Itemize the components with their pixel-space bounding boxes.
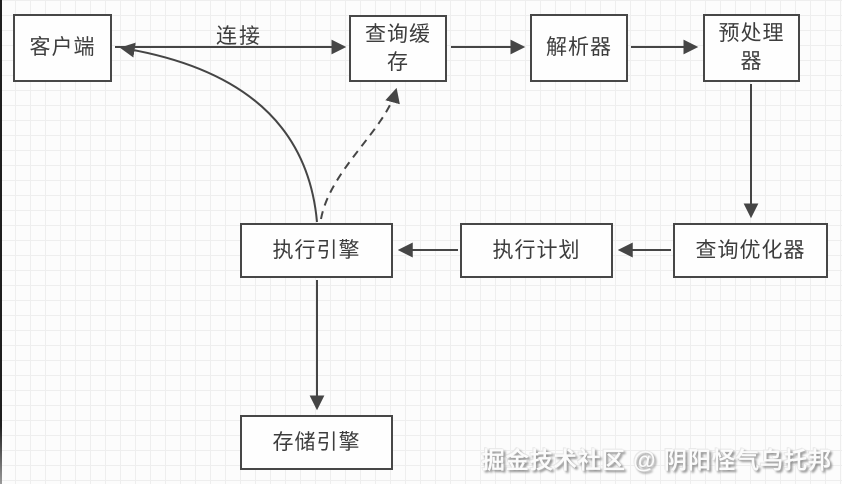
- node-execution-plan: 执行计划: [460, 223, 613, 278]
- node-storage-engine: 存储引擎: [240, 415, 393, 470]
- node-execution-plan-label: 执行计划: [492, 238, 581, 262]
- node-client-label: 客户端: [29, 36, 96, 60]
- node-execution-engine: 执行引擎: [240, 223, 393, 278]
- node-query-cache-label: 查询缓存: [365, 22, 431, 74]
- node-parser-label: 解析器: [546, 36, 612, 60]
- node-query-cache: 查询缓存: [349, 15, 447, 82]
- node-parser: 解析器: [530, 14, 628, 82]
- node-storage-engine-label: 存储引擎: [272, 430, 361, 454]
- node-client: 客户端: [13, 14, 112, 82]
- edge-execution-engine-to-query-cache-dashed: [320, 87, 400, 220]
- watermark-text: 掘金技术社区 @ 阴阳怪气乌托邦: [481, 447, 832, 473]
- node-query-optimizer-label: 查询优化器: [695, 238, 806, 262]
- edge-execution-engine-to-client-curve: [119, 42, 318, 223]
- edge-label-connect: 连接: [216, 25, 262, 48]
- node-preprocessor-label: 预处理器: [718, 22, 785, 73]
- left-edge-artifact: [0, 0, 2, 484]
- node-query-optimizer: 查询优化器: [673, 223, 828, 278]
- node-execution-engine-label: 执行引擎: [272, 238, 361, 262]
- node-preprocessor: 预处理器: [703, 14, 800, 82]
